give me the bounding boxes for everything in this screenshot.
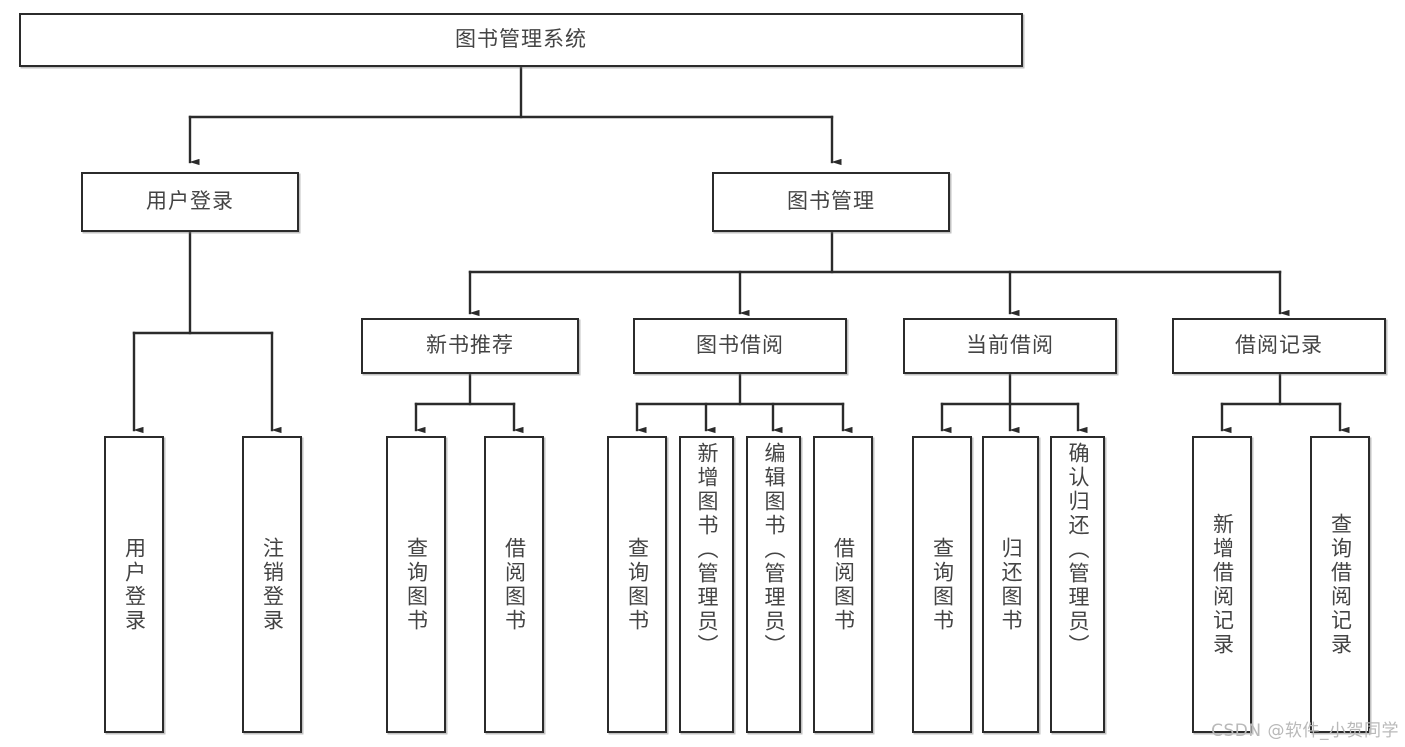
leaf-record-add-borrow-record[interactable]: 新增借阅记录 xyxy=(1192,436,1252,733)
leaf-borrow-borrow-book[interactable]: 借阅图书 xyxy=(813,436,873,733)
leaf-user-login[interactable]: 用户登录 xyxy=(104,436,164,733)
leaf-borrow-edit-book-admin[interactable]: 编辑图书（管理员） xyxy=(746,436,801,733)
node-borrow-record[interactable]: 借阅记录 xyxy=(1172,318,1386,374)
leaf-current-query-book[interactable]: 查询图书 xyxy=(912,436,972,733)
leaf-current-confirm-return-admin[interactable]: 确认归还（管理员） xyxy=(1050,436,1105,733)
node-new-book-recommend[interactable]: 新书推荐 xyxy=(361,318,579,374)
node-root-library-management-system[interactable]: 图书管理系统 xyxy=(19,13,1023,67)
node-current-borrow[interactable]: 当前借阅 xyxy=(903,318,1117,374)
leaf-recommend-borrow-book[interactable]: 借阅图书 xyxy=(484,436,544,733)
leaf-user-logout[interactable]: 注销登录 xyxy=(242,436,302,733)
leaf-record-query-borrow-record[interactable]: 查询借阅记录 xyxy=(1310,436,1370,733)
leaf-recommend-query-book[interactable]: 查询图书 xyxy=(386,436,446,733)
node-user-login[interactable]: 用户登录 xyxy=(81,172,299,232)
node-book-borrow[interactable]: 图书借阅 xyxy=(633,318,847,374)
leaf-borrow-add-book-admin[interactable]: 新增图书（管理员） xyxy=(679,436,734,733)
leaf-borrow-query-book[interactable]: 查询图书 xyxy=(607,436,667,733)
node-book-management[interactable]: 图书管理 xyxy=(712,172,950,232)
csdn-watermark: CSDN @软件_小贺同学 xyxy=(1211,721,1399,741)
leaf-current-return-book[interactable]: 归还图书 xyxy=(982,436,1039,733)
